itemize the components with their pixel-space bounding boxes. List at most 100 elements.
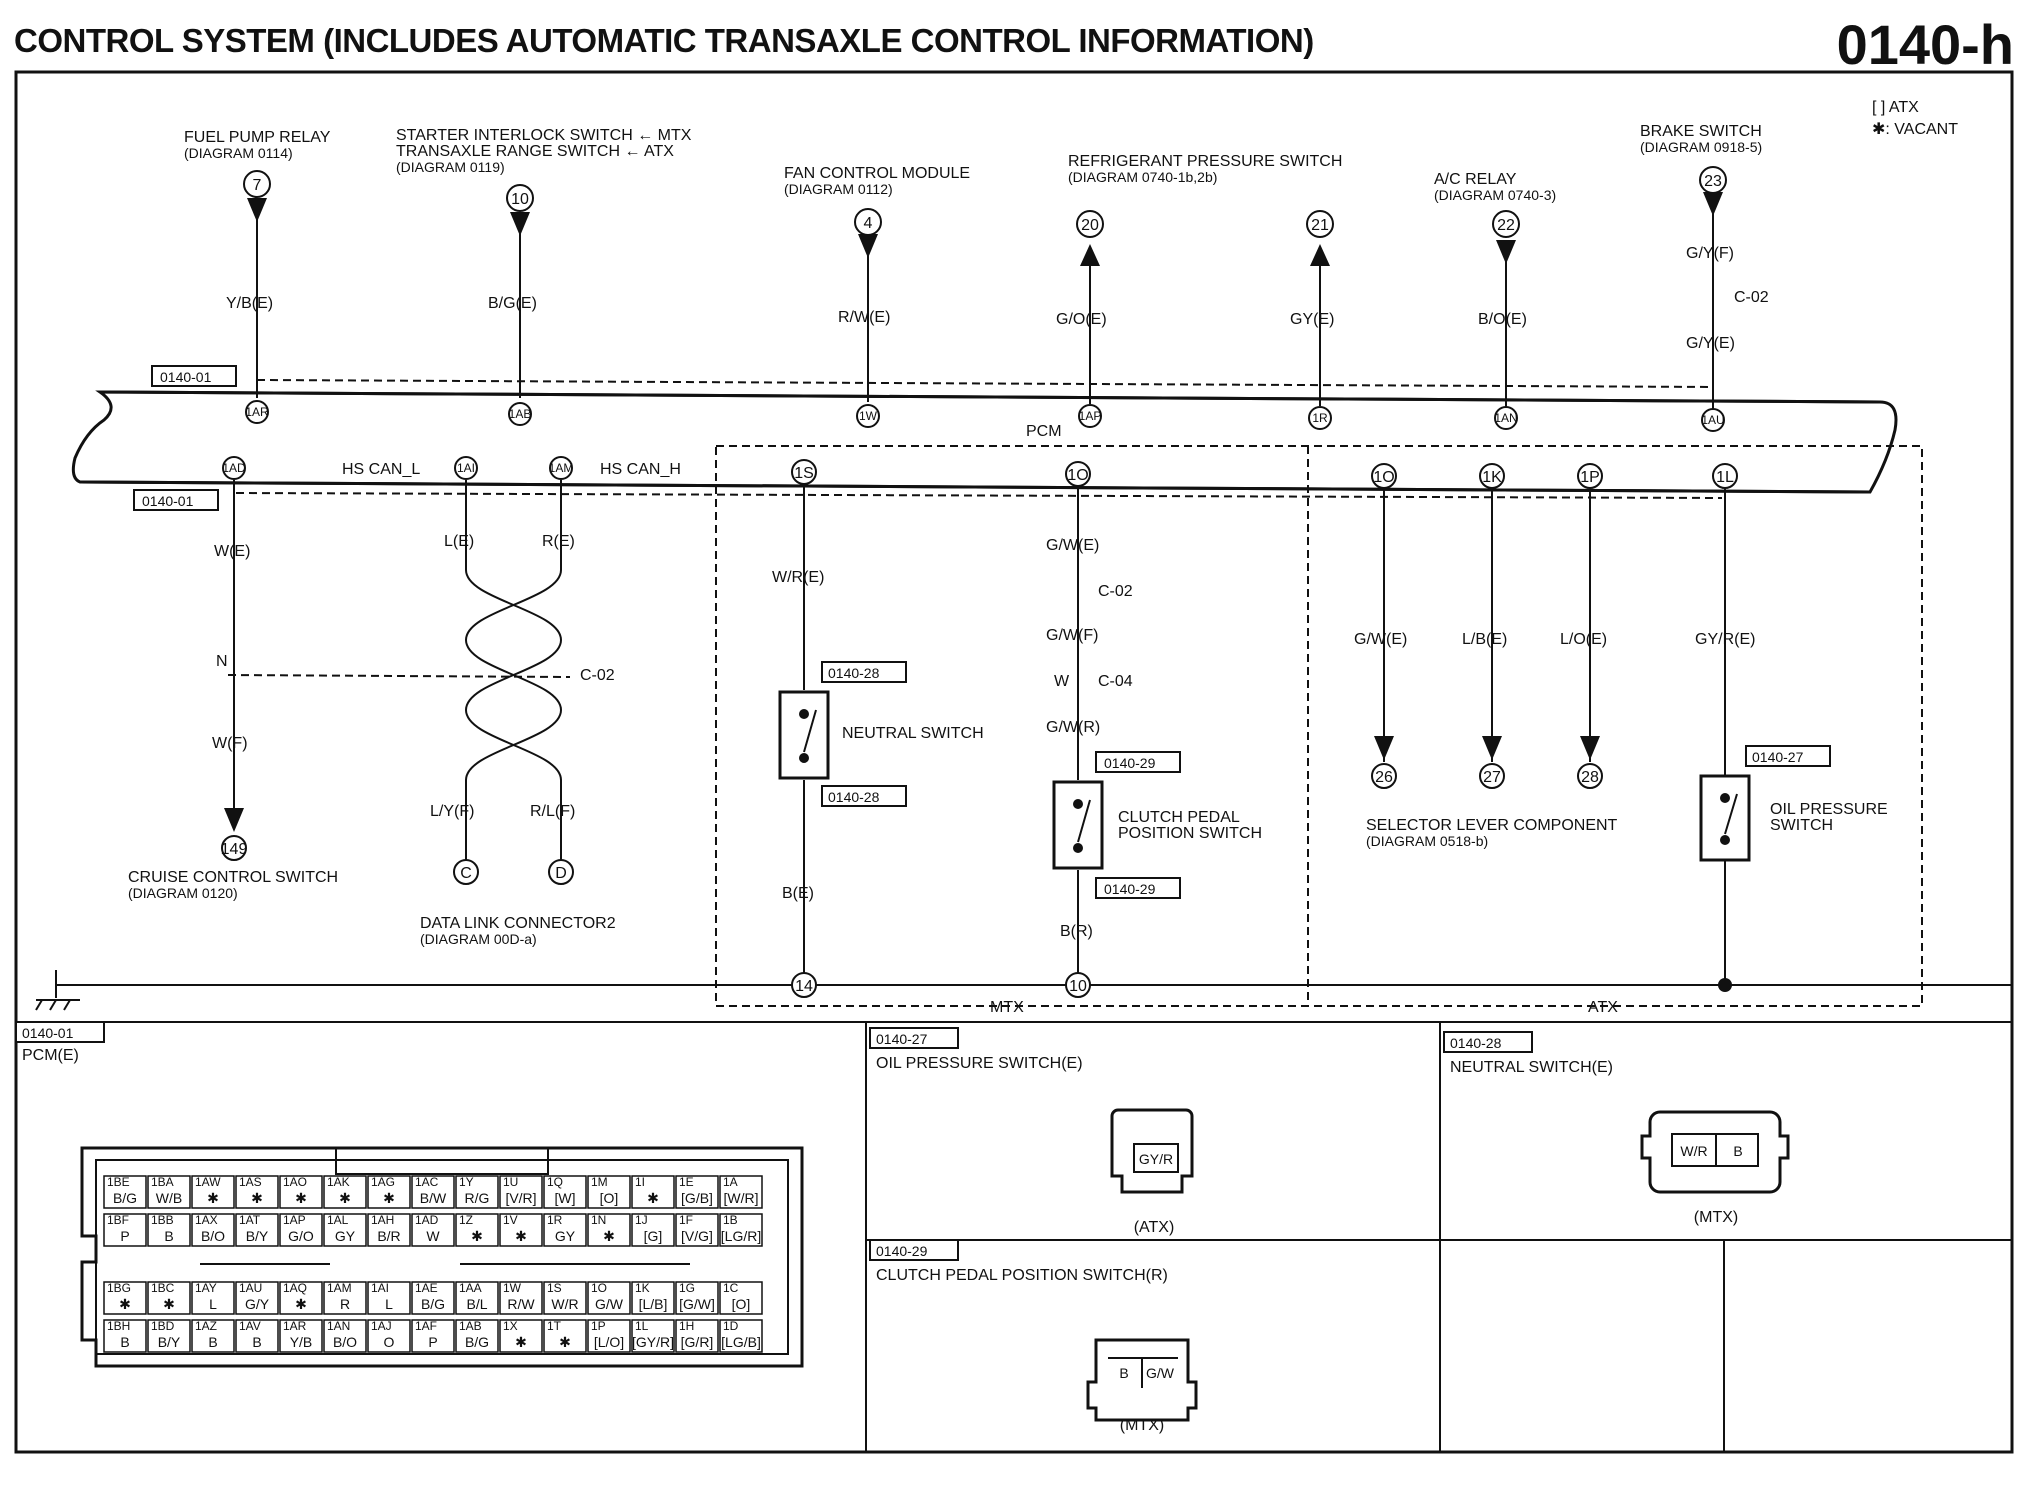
pin-1ap-circle — [1078, 404, 1102, 428]
node-14: 14 — [795, 978, 813, 995]
pcm-pin-cell — [631, 1175, 675, 1209]
neutral-pin-1: B — [1733, 1143, 1742, 1159]
ref-0140-01-bottom: 0140-01 — [142, 493, 194, 509]
pin-atx-3: 1L — [1716, 469, 1734, 486]
cruise-control-label: CRUISE CONTROL SWITCH — [128, 869, 338, 886]
pcm-pin-id: 1AI — [371, 1281, 389, 1295]
wire-gy-f: G/Y(F) — [1686, 245, 1734, 262]
wire-atx-1: L/B(E) — [1462, 631, 1507, 648]
pcm-pin-color: ✱ — [207, 1190, 219, 1206]
pin-atx-0-circle — [1371, 463, 1397, 489]
ac-relay-label: A/C RELAY — [1434, 171, 1517, 188]
pcm-pin-id: 1AY — [195, 1281, 217, 1295]
pcm-pin-id: 1V — [503, 1213, 518, 1227]
oil-pin: GY/R — [1139, 1151, 1173, 1167]
pcm-pin-id: 1AF — [415, 1319, 437, 1333]
pcm-pin-color: B/W — [420, 1190, 447, 1206]
pcm-pin-color: [L/B] — [639, 1296, 668, 1312]
ref-box-0140-01-top — [151, 365, 237, 387]
pcm-pin-color: GY — [335, 1228, 356, 1244]
pcm-pin-cell — [675, 1175, 719, 1209]
pcm-pin-cell — [323, 1213, 367, 1247]
pcm-pin-id: 1W — [503, 1281, 522, 1295]
hs-can-l-label: HS CAN_L — [342, 461, 420, 478]
pcm-pin-id: 1B — [723, 1213, 738, 1227]
pin-1ad: 1AD — [222, 461, 246, 475]
brake-switch-label: BRAKE SWITCH — [1640, 123, 1762, 140]
node-atx-1: 27 — [1483, 769, 1501, 786]
shield-top — [256, 379, 1715, 388]
atx-label: ATX — [1588, 999, 1618, 1016]
pcm-pin-color: [O] — [600, 1190, 619, 1206]
pcm-pin-color: ✱ — [647, 1190, 659, 1206]
pcm-pin-color: [V/G] — [681, 1228, 713, 1244]
refrigerant-switch-label: REFRIGERANT PRESSURE SWITCH — [1068, 153, 1342, 170]
pcm-pin-cell — [499, 1213, 543, 1247]
pcm-pin-id: 1E — [679, 1175, 694, 1189]
pcm-pin-color: [G/B] — [681, 1190, 713, 1206]
pcm-pin-color: B — [120, 1334, 129, 1350]
pcm-pin-id: 1Z — [459, 1213, 473, 1227]
pcm-pin-id: 1U — [503, 1175, 518, 1189]
clutch-switch-label: CLUTCH PEDAL — [1118, 809, 1240, 826]
pcm-pin-cell — [455, 1281, 499, 1315]
wire-gw-e: G/W(E) — [1046, 537, 1099, 554]
shield-can — [227, 674, 571, 678]
pin-1s-circle — [791, 459, 817, 485]
pcm-pin-cell — [543, 1175, 587, 1209]
pcm-pin-cell — [543, 1319, 587, 1353]
pcm-pin-cell — [367, 1281, 411, 1315]
node-atx-0: 26 — [1375, 769, 1393, 786]
legend-vacant: ✱: VACANT — [1872, 121, 1958, 138]
pcm-pin-color: [G] — [644, 1228, 663, 1244]
pcm-pin-color: [LG/B] — [721, 1334, 761, 1350]
pcm-pin-cell — [367, 1319, 411, 1353]
node-14-circle — [791, 972, 817, 998]
pcm-pin-id: 1J — [635, 1213, 648, 1227]
pcm-pin-id: 1AB — [459, 1319, 482, 1333]
node-10-circle — [506, 184, 534, 212]
pcm-pin-cell — [455, 1319, 499, 1353]
pcm-pin-cell — [587, 1319, 631, 1353]
selector-lever-ref: (DIAGRAM 0518-b) — [1366, 833, 1488, 849]
starter-interlock-label: STARTER INTERLOCK SWITCH ← MTX — [396, 127, 692, 144]
pcm-pin-id: 1D — [723, 1319, 739, 1333]
pin-1au: 1AU — [1701, 413, 1724, 427]
pcm-pin-id: 1S — [547, 1281, 562, 1295]
node-20-circle — [1076, 210, 1104, 238]
pcm-pin-cell — [499, 1175, 543, 1209]
pcm-pin-color: P — [120, 1228, 129, 1244]
pcm-pin-color: G/Y — [245, 1296, 270, 1312]
pcm-pin-cell — [543, 1213, 587, 1247]
dlc-label: DATA LINK CONNECTOR2 — [420, 915, 616, 932]
clutch-pin-1: G/W — [1146, 1365, 1175, 1381]
pcm-pin-color: B/G — [113, 1190, 137, 1206]
pcm-pin-cell — [279, 1319, 323, 1353]
wire-w-f: W(F) — [212, 735, 248, 752]
pin-1ab: 1AB — [509, 407, 532, 421]
node-10-mtx-circle — [1065, 972, 1091, 998]
node-23: 23 — [1704, 173, 1722, 190]
wire-gw-f: G/W(F) — [1046, 627, 1098, 644]
node-21-circle — [1306, 210, 1334, 238]
pcm-pin-id: 1A — [723, 1175, 738, 1189]
pin-atx-2-circle — [1577, 463, 1603, 489]
pcm-pin-color: B/R — [377, 1228, 400, 1244]
node-10: 10 — [511, 191, 529, 208]
pin-1r: 1R — [1312, 411, 1328, 425]
pcm-ribbon — [71, 390, 1898, 494]
wire-b-r: B(R) — [1060, 923, 1093, 940]
pcm-pin-color: B/Y — [158, 1334, 181, 1350]
pin-1ai-circle — [454, 456, 478, 480]
node-d: D — [555, 865, 567, 882]
pin-atx-1-circle — [1479, 463, 1505, 489]
pcm-pin-id: 1AZ — [195, 1319, 217, 1333]
pcm-pin-id: 1X — [503, 1319, 518, 1333]
panel-oil-title: OIL PRESSURE SWITCH(E) — [876, 1055, 1083, 1072]
neutral-switch-box — [778, 690, 830, 780]
pcm-pin-color: B — [252, 1334, 261, 1350]
pcm-pin-color: [GY/R] — [632, 1334, 674, 1350]
pcm-pin-id: 1AD — [415, 1213, 439, 1227]
pcm-pin-cell — [587, 1213, 631, 1247]
pcm-pin-color: W/B — [156, 1190, 182, 1206]
